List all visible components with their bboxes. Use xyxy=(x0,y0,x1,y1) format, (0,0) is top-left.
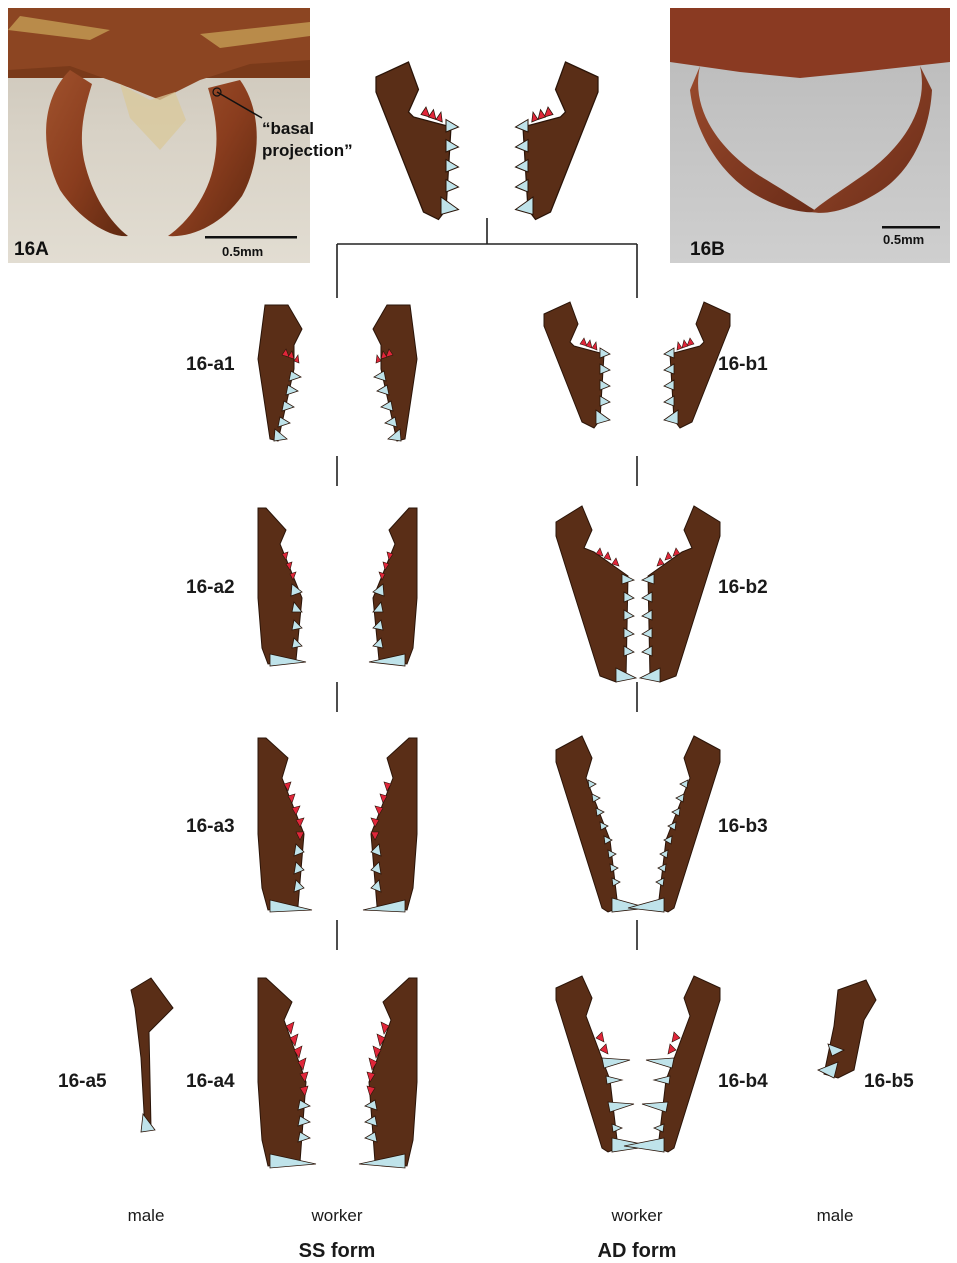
caption-male-right: male xyxy=(817,1206,854,1225)
label-16-a5: 16-a5 xyxy=(58,1071,107,1092)
label-16-b2: 16-b2 xyxy=(718,577,768,598)
stage-b5: 16-b5 xyxy=(818,980,914,1092)
caption-worker-left: worker xyxy=(310,1206,362,1225)
photo-16a-label: 16A xyxy=(14,239,49,260)
label-16-a3: 16-a3 xyxy=(186,816,235,837)
label-16-a4: 16-a4 xyxy=(186,1071,235,1092)
photo-16b-scale: 0.5mm xyxy=(883,232,924,247)
annotation-projection: projection” xyxy=(262,141,353,160)
stage-a4: 16-a4 xyxy=(186,978,417,1168)
stage-b4: 16-b4 xyxy=(556,976,768,1152)
stage-a5: 16-a5 xyxy=(58,978,173,1132)
label-16-a2: 16-a2 xyxy=(186,577,235,598)
ad-form-title: AD form xyxy=(598,1240,677,1262)
ss-form-title: SS form xyxy=(299,1240,376,1262)
photo-16a: 16A 0.5mm “basal projection” xyxy=(8,8,353,263)
stage-a3: 16-a3 xyxy=(186,738,417,912)
stage-b1: 16-b1 xyxy=(544,302,768,428)
label-16-b3: 16-b3 xyxy=(718,816,768,837)
stage-a2: 16-a2 xyxy=(186,508,417,666)
caption-worker-right: worker xyxy=(610,1206,662,1225)
photo-16a-scale: 0.5mm xyxy=(222,244,263,259)
photo-16b: 16B 0.5mm xyxy=(670,8,950,263)
label-16-b5: 16-b5 xyxy=(864,1071,914,1092)
caption-male-left: male xyxy=(128,1206,165,1225)
label-16-a1: 16-a1 xyxy=(186,354,235,375)
label-16-b1: 16-b1 xyxy=(718,354,768,375)
stage-b2: 16-b2 xyxy=(556,506,768,682)
stage-a1: 16-a1 xyxy=(186,305,417,441)
annotation-basal: “basal xyxy=(262,119,314,138)
ancestral-mandibles xyxy=(376,62,598,220)
stage-b3: 16-b3 xyxy=(556,736,768,912)
label-16-b4: 16-b4 xyxy=(718,1071,768,1092)
photo-16b-label: 16B xyxy=(690,239,725,260)
